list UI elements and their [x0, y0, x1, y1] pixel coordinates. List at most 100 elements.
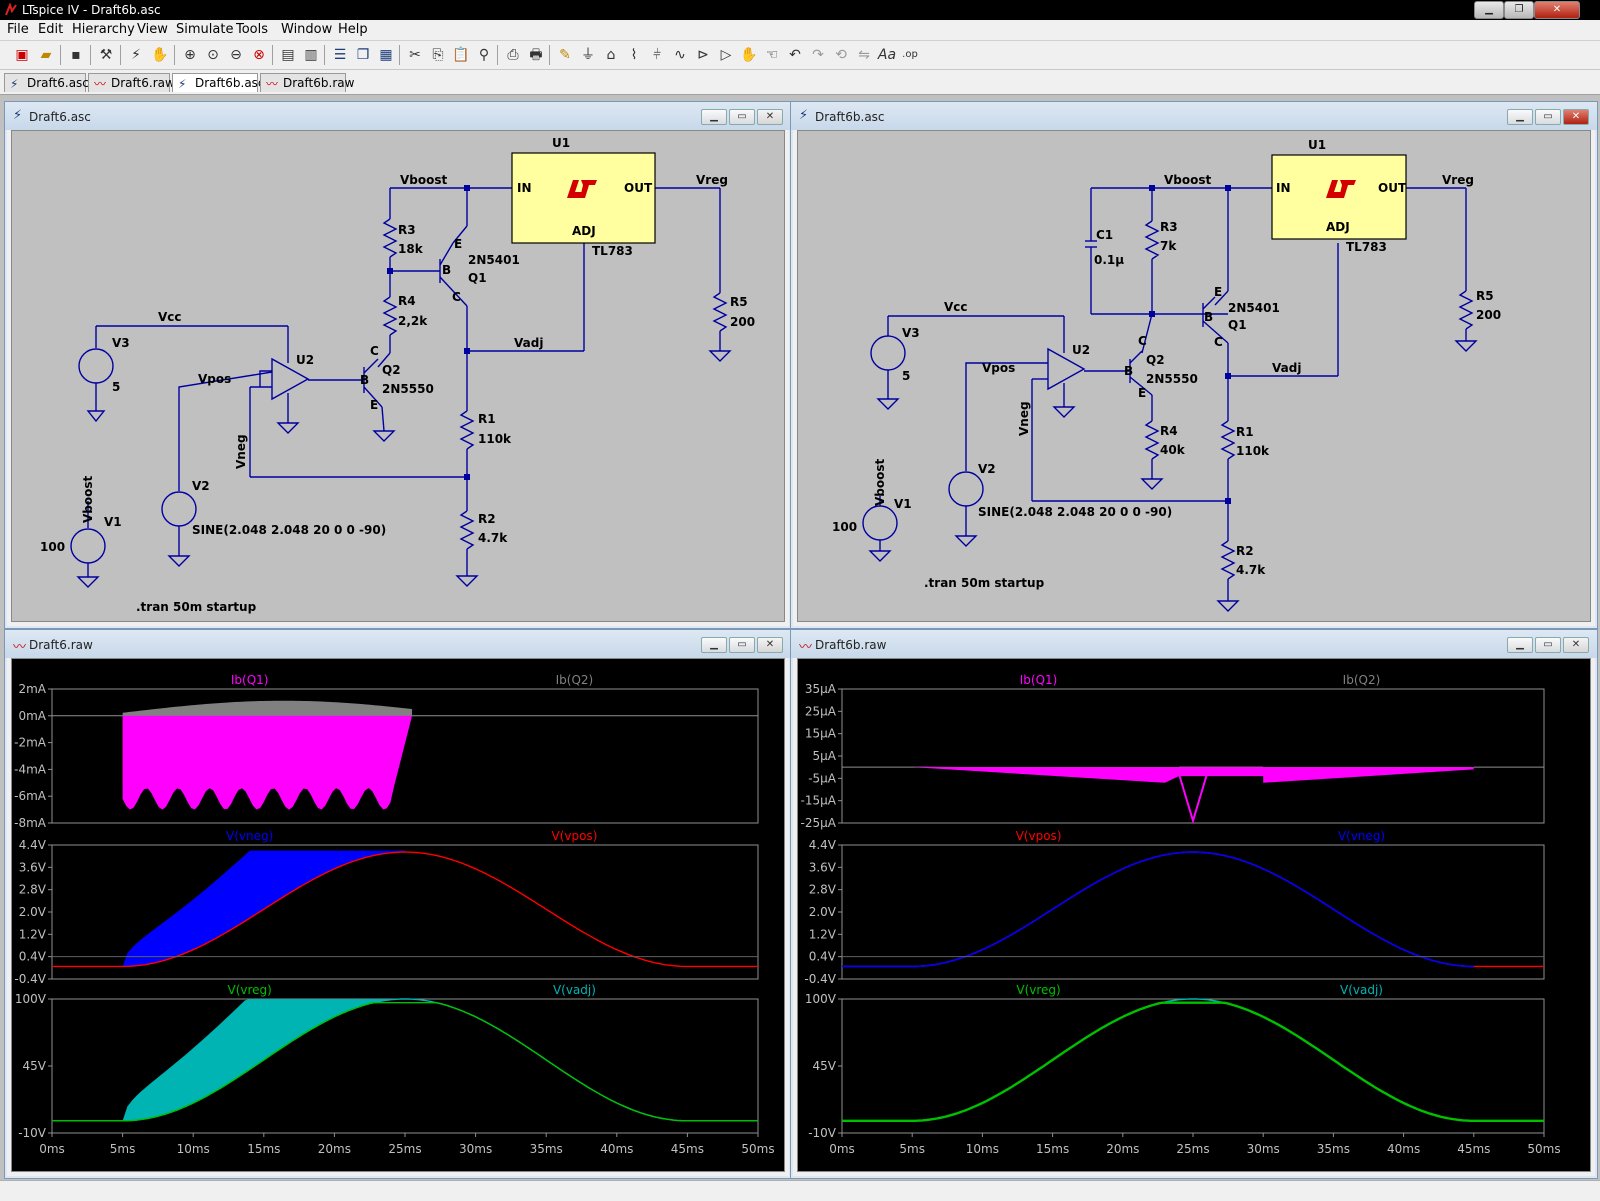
net-label-vadj: Vadj [514, 336, 543, 350]
spice-directive[interactable]: .tran 50m startup [924, 576, 1045, 590]
window-close-button[interactable]: ✕ [757, 109, 783, 125]
run-icon[interactable]: ⚡ [131, 47, 141, 63]
new-schematic-icon[interactable]: ▣ [15, 47, 29, 63]
print-icon[interactable]: 🖶 [529, 47, 543, 63]
q2-pin-c: C [370, 344, 379, 358]
tab-draft6b-raw[interactable]: 〰Draft6b.raw [260, 73, 354, 92]
zoom-pan-icon[interactable]: ⊙ [207, 47, 219, 63]
window-minimize-button[interactable]: ▁ [701, 637, 727, 653]
menu-hierarchy[interactable]: Hierarchy [72, 22, 135, 37]
spice-directive-icon[interactable]: .op [902, 49, 918, 60]
tab-draft6-raw[interactable]: 〰Draft6.raw [88, 73, 175, 92]
draw-wire-icon[interactable]: ✎ [559, 47, 571, 63]
save-icon[interactable]: ▪ [71, 47, 81, 63]
window-close-button[interactable]: ✕ [1563, 109, 1589, 125]
spice-directive[interactable]: .tran 50m startup [136, 600, 257, 614]
halt-icon[interactable]: ✋ [151, 47, 169, 63]
menu-edit[interactable]: Edit [38, 22, 64, 37]
y-tick-label: 35µA [805, 682, 837, 696]
tile-horizontal-icon[interactable]: ☰ [333, 47, 347, 63]
redo-icon[interactable]: ↷ [812, 47, 824, 63]
plot-frame [841, 998, 1545, 1134]
ground-icon[interactable]: ⏚ [581, 47, 595, 63]
net-label-vpos: Vpos [198, 372, 231, 386]
copy-icon[interactable]: ⎘ [432, 47, 444, 63]
control-panel-icon[interactable]: ⚒ [99, 47, 113, 63]
undo-icon[interactable]: ↶ [789, 47, 801, 63]
ic-pin-out: OUT [624, 181, 653, 195]
resistor-icon[interactable]: ⌇ [630, 47, 638, 63]
text-icon[interactable]: Aa [877, 47, 897, 63]
schematic-canvas[interactable]: IN OUT ADJ U1 TL783 Vboost Vreg Vcc Vpos… [797, 130, 1591, 622]
menu-file[interactable]: File [7, 22, 29, 37]
schematic-window-draft6b[interactable]: ⚡ Draft6b.asc ▁ ▭ ✕ [790, 101, 1598, 629]
drag-icon[interactable]: ☜ [765, 47, 779, 63]
menu-tools[interactable]: Tools [236, 22, 269, 37]
paste-icon[interactable]: 📋 [452, 47, 470, 63]
mdi-area: ⚡ Draft6.asc ▁ ▭ ✕ [0, 95, 1600, 1180]
mirror-icon[interactable]: ⇋ [858, 47, 870, 63]
menu-window[interactable]: Window [281, 22, 333, 37]
rotate-icon[interactable]: ⟲ [835, 47, 847, 63]
x-tick-label: 0ms [829, 1142, 855, 1156]
menu-simulate[interactable]: Simulate [176, 22, 234, 37]
tab-draft6b-asc[interactable]: ⚡Draft6b.asc [172, 73, 265, 92]
component-icon[interactable]: ▷ [720, 47, 732, 63]
x-tick-label: 25ms [388, 1142, 421, 1156]
tab-draft6-asc[interactable]: ⚡Draft6.asc [4, 73, 89, 92]
window-minimize-button[interactable]: ▁ [1507, 637, 1533, 653]
diode-icon[interactable]: ⊳ [697, 47, 709, 63]
window-close-button[interactable]: ✕ [1563, 637, 1589, 653]
window-minimize-button[interactable]: ▁ [1507, 109, 1533, 125]
close-button[interactable]: ✕ [1534, 1, 1580, 19]
cut-icon[interactable]: ✂ [409, 47, 421, 63]
lt-logo-icon [567, 180, 597, 198]
schematic-canvas[interactable]: IN OUT ADJ U1 TL783 Vboost Vreg Vcc Vpos… [11, 130, 785, 622]
tile-vertical-icon[interactable]: ▦ [379, 47, 393, 63]
trace-ib-q2 [912, 763, 1474, 768]
cascade-icon[interactable]: ❐ [356, 47, 370, 63]
minimize-button[interactable]: ▁ [1474, 1, 1504, 19]
trace-ib-q1-dip [1178, 773, 1208, 825]
waveform-icon: 〰 [94, 77, 107, 91]
y-tick-label: 15µA [805, 727, 837, 741]
zoom-cancel-icon[interactable]: ⊗ [253, 47, 265, 63]
print-setup-icon[interactable]: ⎙ [507, 47, 519, 63]
window-close-button[interactable]: ✕ [757, 637, 783, 653]
v1-value: 100 [40, 540, 65, 554]
trace-vpos [52, 851, 758, 968]
window-maximize-button[interactable]: ▭ [729, 637, 755, 653]
move-icon[interactable]: ✋ [740, 47, 758, 63]
r5-ref: R5 [1476, 289, 1494, 303]
label-net-icon[interactable]: ⌂ [606, 47, 616, 63]
schematic-window-draft6[interactable]: ⚡ Draft6.asc ▁ ▭ ✕ [4, 101, 792, 629]
net-label-vboost: Vboost [1164, 173, 1212, 187]
menu-view[interactable]: View [137, 22, 168, 37]
x-tick-label: 40ms [600, 1142, 633, 1156]
q2-pin-b: B [360, 373, 369, 387]
tab-bar: ⚡Draft6.asc 〰Draft6.raw ⚡Draft6b.asc 〰Dr… [0, 70, 1600, 95]
y-tick-label: 4.4V [809, 838, 837, 852]
window-minimize-button[interactable]: ▁ [701, 109, 727, 125]
zoom-out-icon[interactable]: ⊖ [230, 47, 242, 63]
capacitor-icon[interactable]: ⫩ [652, 47, 662, 63]
status-bar [0, 1180, 1600, 1201]
menu-help[interactable]: Help [338, 22, 368, 37]
u2-ref: U2 [296, 353, 314, 367]
v2-value: SINE(2.048 2.048 20 0 0 -90) [192, 523, 386, 537]
window-maximize-button[interactable]: ▭ [729, 109, 755, 125]
zoom-in-icon[interactable]: ⊕ [184, 47, 196, 63]
open-icon[interactable]: ▰ [40, 47, 52, 63]
find-icon[interactable]: ⚲ [478, 47, 490, 63]
window-maximize-button[interactable]: ▭ [1535, 637, 1561, 653]
inductor-icon[interactable]: ∿ [674, 47, 686, 63]
autorange-icon[interactable]: ▤ [281, 47, 295, 63]
plot-settings-icon[interactable]: ▥ [304, 47, 318, 63]
window-maximize-button[interactable]: ▭ [1535, 109, 1561, 125]
x-tick-label: 50ms [741, 1142, 774, 1156]
maximize-button[interactable]: ❐ [1504, 1, 1534, 19]
